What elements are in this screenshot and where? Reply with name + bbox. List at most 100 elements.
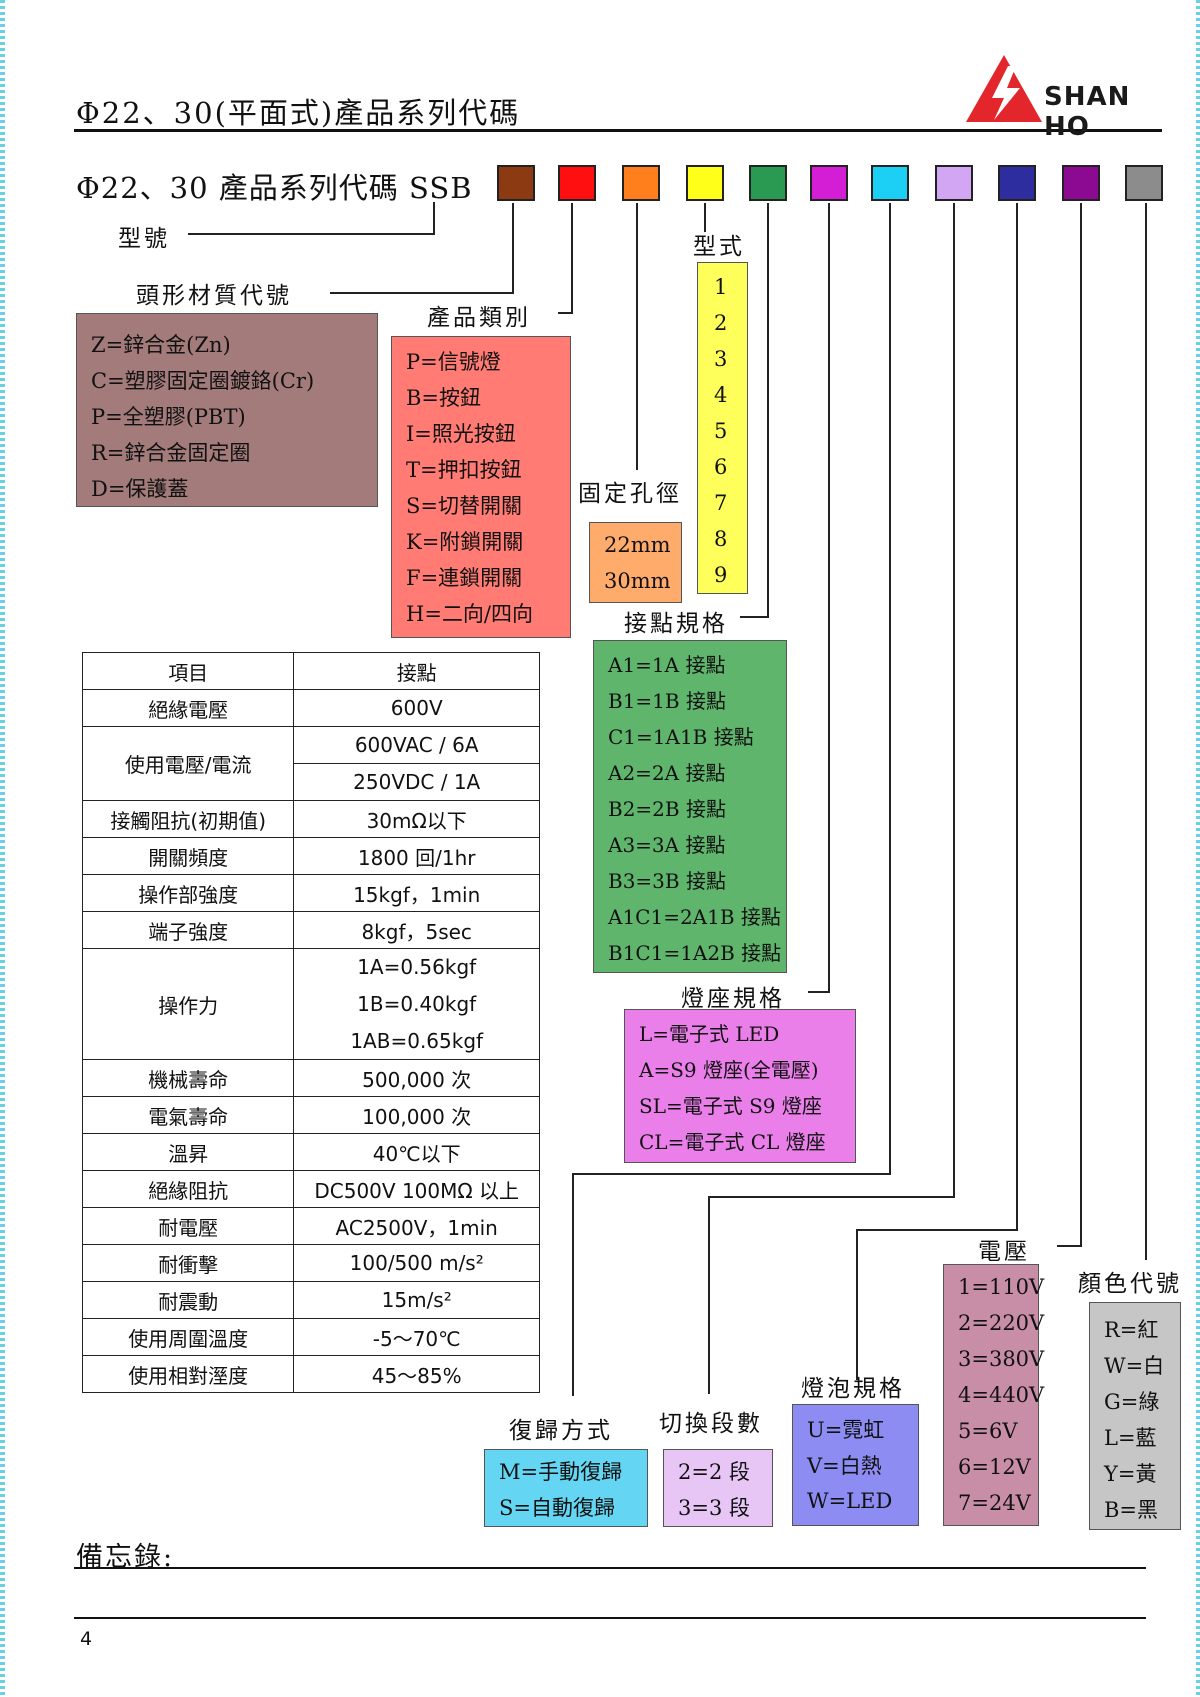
contact-spec-item: A1C1=2A1B 接點 [608, 904, 781, 929]
label-lamp-base: 燈座規格 [681, 986, 785, 1012]
table-row: 250VDC / 1A [83, 763, 540, 801]
contact-spec-item: B3=3B 接點 [608, 868, 726, 893]
spec-item: 耐電壓 [81, 1207, 295, 1245]
spec-value: 600VAC / 6A [293, 726, 540, 764]
box-bulb-spec: U=霓虹 V=白熱 W=LED [792, 1404, 919, 1526]
hole-diameter-item: 30mm [604, 569, 671, 593]
color-code-item: Y=黃 [1104, 1462, 1157, 1486]
table-row: 使用周圍溫度 -5～70℃ [81, 1318, 540, 1356]
product-type-item: P=信號燈 [406, 350, 501, 374]
style-item: 7 [714, 491, 728, 515]
footer-rule [74, 1617, 1146, 1619]
label-hole-diameter: 固定孔徑 [578, 481, 682, 507]
contact-spec-item: A1=1A 接點 [608, 652, 726, 677]
spec-value: 1A=0.56kgf [293, 948, 540, 986]
style-item: 4 [714, 383, 728, 407]
lamp-base-item: L=電子式 LED [639, 1021, 780, 1046]
product-type-item: S=切替開關 [406, 494, 522, 518]
spec-item: 絕緣電壓 [81, 689, 295, 727]
spec-value: AC2500V，1min [293, 1207, 540, 1245]
contact-spec-item: A3=3A 接點 [608, 832, 726, 857]
memo-rule [74, 1567, 1146, 1569]
voltage-item: 2=220V [958, 1311, 1045, 1335]
spec-item: 操作部強度 [81, 874, 295, 912]
connector-product-type [558, 203, 573, 314]
voltage-item: 5=6V [958, 1419, 1018, 1443]
table-row: 端子強度 8kgf，5sec [81, 911, 540, 949]
spec-item: 絕緣阻抗 [81, 1170, 295, 1208]
connector-return-mode [572, 203, 891, 1396]
spec-table: 項目 接點 絕緣電壓 600V 使用電壓/電流 600VAC / 6A 250V… [81, 652, 540, 1393]
lamp-base-item: SL=電子式 S9 燈座 [639, 1093, 822, 1118]
code-square-7 [871, 165, 909, 201]
label-return-mode: 復歸方式 [509, 1418, 613, 1444]
box-head-material: Z=鋅合金(Zn) C=塑膠固定圈鍍鉻(Cr) P=全塑膠(PBT) R=鋅合金… [76, 313, 378, 507]
label-model: 型號 [118, 226, 170, 252]
spec-value: 600V [293, 689, 540, 727]
spec-value: 1AB=0.65kgf [293, 1022, 540, 1060]
color-code-item: B=黑 [1104, 1498, 1159, 1522]
style-item: 2 [714, 311, 728, 335]
label-contact-spec: 接點規格 [624, 611, 728, 637]
label-head-material: 頭形材質代號 [136, 283, 292, 309]
style-item: 6 [714, 455, 728, 479]
head-material-item: C=塑膠固定圈鍍鉻(Cr) [91, 369, 315, 393]
style-item: 8 [714, 527, 728, 551]
label-product-type: 產品類別 [427, 305, 531, 331]
table-row: 溫昇 40℃以下 [81, 1133, 540, 1171]
table-row: 1AB=0.65kgf [83, 1022, 540, 1060]
label-switch-steps: 切換段數 [659, 1411, 763, 1437]
table-row: 接觸阻抗(初期值) 30mΩ以下 [81, 800, 540, 838]
page-edge-left [0, 0, 5, 1697]
spec-value: 15m/s² [293, 1281, 540, 1319]
box-hole-diameter: 22mm 30mm [589, 522, 682, 603]
spec-value: DC500V 100MΩ 以上 [293, 1170, 540, 1208]
box-style: 1 2 3 4 5 6 7 8 9 [697, 262, 748, 594]
page-title: Φ22、30(平面式)產品系列代碼 [76, 96, 521, 130]
code-square-5 [749, 165, 787, 201]
connector-lamp-base [808, 203, 830, 993]
spec-value: 1800 回/1hr [293, 837, 540, 875]
connector-bulb-spec [856, 203, 1018, 1380]
code-title: Φ22、30 產品系列代碼 SSB [76, 171, 473, 205]
return-mode-item: S=自動復歸 [499, 1496, 615, 1520]
bulb-spec-item: V=白熱 [807, 1454, 882, 1478]
style-item: 1 [714, 275, 728, 299]
color-code-item: W=白 [1104, 1354, 1165, 1378]
spec-item: 耐衝擊 [81, 1244, 295, 1282]
voltage-item: 7=24V [958, 1491, 1031, 1515]
code-square-1 [497, 165, 535, 201]
table-row: 電氣壽命 100,000 次 [81, 1096, 540, 1134]
spec-value: 500,000 次 [293, 1059, 540, 1097]
label-style: 型式 [693, 234, 745, 260]
table-row: 絕緣電壓 600V [81, 689, 540, 727]
logo-text: SHAN HO [1044, 82, 1131, 142]
head-material-item: D=保護蓋 [91, 477, 189, 501]
spec-item: 機械壽命 [81, 1059, 295, 1097]
bulb-spec-item: W=LED [807, 1489, 893, 1513]
box-voltage: 1=110V 2=220V 3=380V 4=440V 5=6V 6=12V 7… [943, 1264, 1045, 1526]
label-color-code: 顏色代號 [1078, 1271, 1182, 1297]
spec-item: 耐震動 [81, 1281, 295, 1319]
code-square-6 [810, 165, 848, 201]
table-row: 耐電壓 AC2500V，1min [81, 1207, 540, 1245]
table-row: 1B=0.40kgf [83, 985, 540, 1023]
color-code-item: R=紅 [1104, 1318, 1159, 1342]
product-type-item: T=押扣按鈕 [406, 458, 522, 482]
spec-value: 15kgf，1min [293, 874, 540, 912]
switch-steps-item: 3=3 段 [678, 1496, 750, 1520]
label-voltage: 電壓 [978, 1239, 1030, 1265]
table-row: 使用相對溼度 45～85% [81, 1355, 540, 1393]
spec-item: 使用電壓/電流 [81, 726, 295, 801]
spec-item: 使用周圍溫度 [81, 1318, 295, 1356]
box-product-type: P=信號燈 B=按鈕 I=照光按鈕 T=押扣按鈕 S=切替開關 K=附鎖開關 F… [391, 336, 571, 638]
spec-value: 100,000 次 [293, 1096, 540, 1134]
product-type-item: K=附鎖開關 [406, 530, 524, 554]
bulb-spec-item: U=霓虹 [807, 1418, 885, 1442]
connector-head-material [330, 203, 514, 294]
code-square-10 [1062, 165, 1100, 201]
product-type-item: F=連鎖開關 [406, 566, 523, 590]
connector-model [188, 202, 435, 235]
spec-item: 電氣壽命 [81, 1096, 295, 1134]
